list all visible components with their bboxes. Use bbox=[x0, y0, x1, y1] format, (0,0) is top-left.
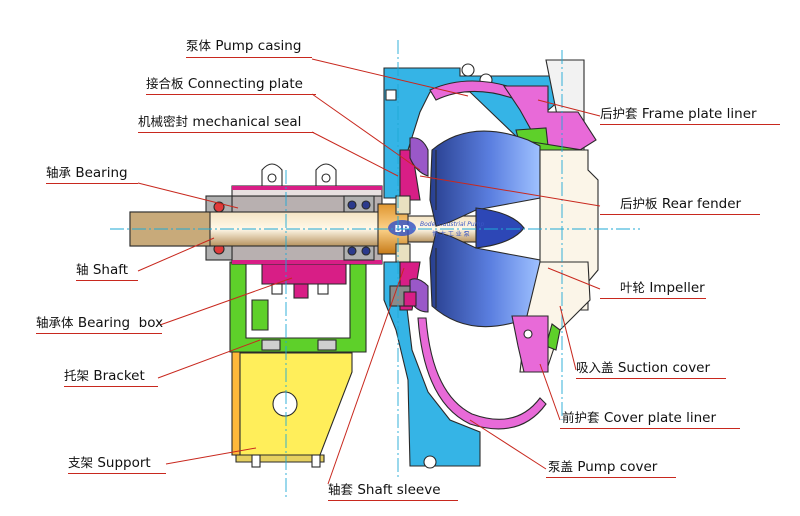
logo-line2: 博 大 工 业 泵 bbox=[432, 230, 470, 238]
cover-plate-liner-part bbox=[511, 315, 549, 373]
label-mechanical-seal: 机械密封 mechanical seal bbox=[138, 114, 302, 130]
underline-connecting-plate bbox=[146, 94, 316, 95]
underline-pump-cover bbox=[546, 477, 676, 478]
underline-shaft-sleeve bbox=[328, 500, 458, 501]
label-support: 支架 Support bbox=[68, 455, 151, 471]
underline-rear-fender bbox=[600, 214, 760, 215]
mechanical-seal-part bbox=[389, 195, 417, 307]
suction-cover-part bbox=[519, 149, 599, 373]
label-bearing: 轴承 Bearing bbox=[46, 165, 128, 181]
underline-mechanical-seal bbox=[138, 132, 314, 133]
label-suction-cover: 吸入盖 Suction cover bbox=[576, 360, 711, 376]
underline-impeller bbox=[600, 298, 706, 299]
label-shaft: 轴 Shaft bbox=[76, 262, 129, 278]
centerlines bbox=[110, 40, 640, 500]
label-pump-casing: 泵体 Pump casing bbox=[186, 38, 302, 54]
underline-bearing-box bbox=[36, 333, 162, 334]
impeller-part bbox=[429, 130, 541, 328]
label-impeller: 叶轮 Impeller bbox=[620, 280, 705, 296]
underline-bracket bbox=[64, 386, 158, 387]
label-bracket: 托架 Bracket bbox=[64, 368, 145, 384]
support-part bbox=[231, 351, 353, 468]
label-bearing-box: 轴承体 Bearing box bbox=[36, 315, 164, 331]
bracket-part bbox=[229, 261, 367, 353]
label-connecting-plate: 接合板 Connecting plate bbox=[146, 76, 303, 92]
underline-shaft bbox=[76, 280, 138, 281]
label-shaft-sleeve: 轴套 Shaft sleeve bbox=[328, 482, 441, 498]
underline-cover-plate-liner bbox=[560, 428, 740, 429]
label-pump-cover: 泵盖 Pump cover bbox=[548, 459, 658, 475]
brand-logo: BP Bode Industrial Pump 博 大 工 业 泵 bbox=[388, 220, 485, 238]
logo-line1: Bode Industrial Pump bbox=[420, 221, 485, 228]
label-rear-fender: 后护板 Rear fender bbox=[620, 196, 742, 212]
underline-frame-plate-liner bbox=[600, 124, 780, 125]
label-cover-plate-liner: 前护套 Cover plate liner bbox=[562, 410, 717, 426]
underline-bearing bbox=[46, 183, 138, 184]
label-frame-plate-liner: 后护套 Frame plate liner bbox=[600, 106, 757, 122]
underline-support bbox=[68, 473, 166, 474]
logo-mark: BP bbox=[395, 224, 410, 235]
leader-lines bbox=[137, 58, 601, 485]
underline-suction-cover bbox=[576, 378, 726, 379]
underline-pump-casing bbox=[186, 57, 312, 58]
